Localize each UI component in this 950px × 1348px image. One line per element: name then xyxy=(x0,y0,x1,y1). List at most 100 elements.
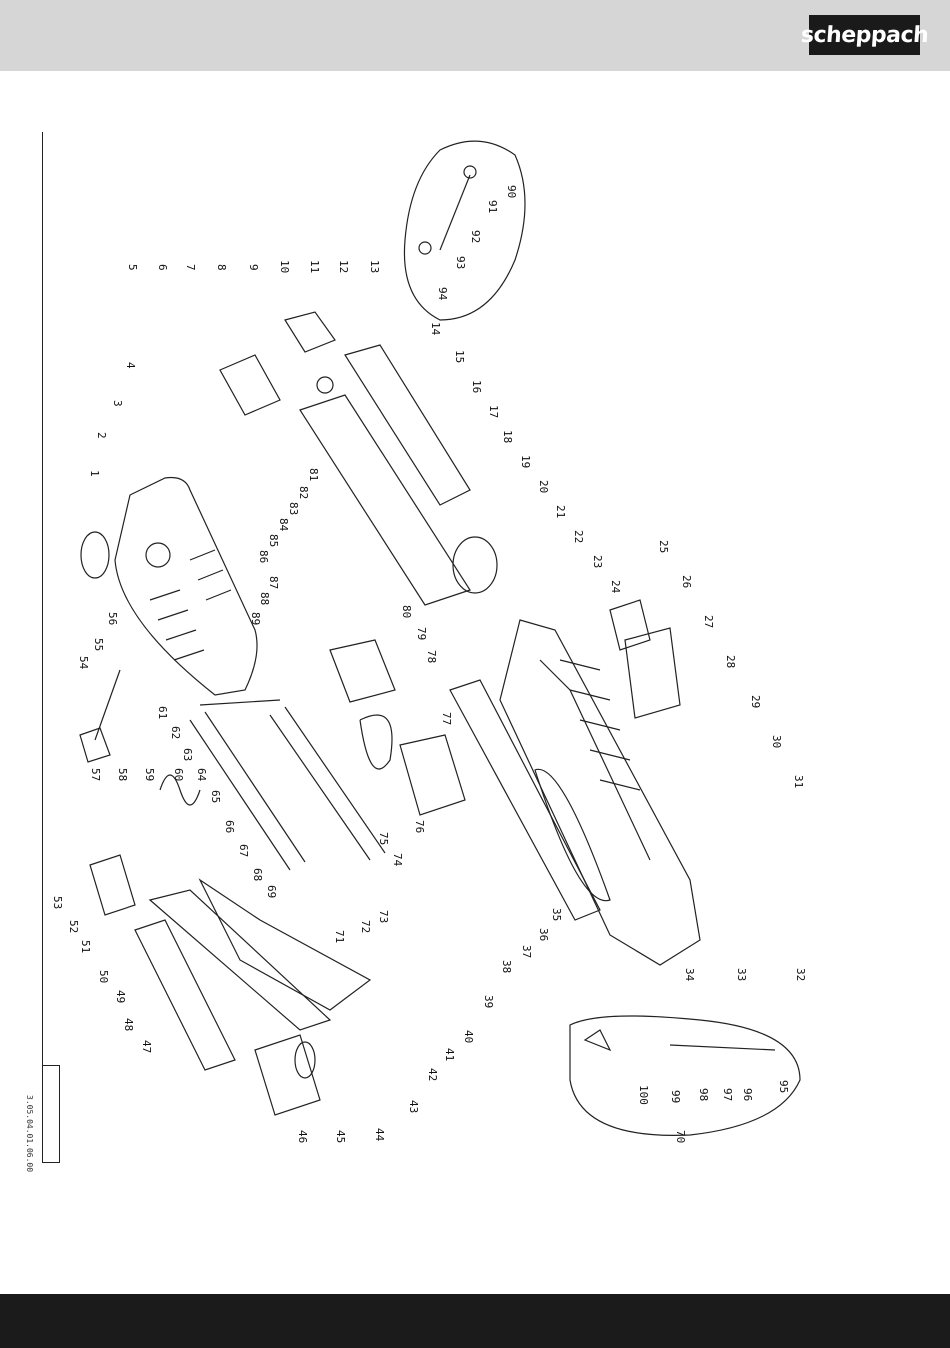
part-base-body xyxy=(499,619,701,966)
part-label: 2 xyxy=(95,432,108,439)
part-label: 8 xyxy=(215,264,228,271)
part-label: 59 xyxy=(143,768,156,781)
part-label: 15 xyxy=(453,350,466,363)
part-switch xyxy=(89,854,136,916)
part-power-supply xyxy=(399,734,466,816)
part-label: 77 xyxy=(440,712,453,725)
part-plate xyxy=(449,679,601,921)
part-label: 95 xyxy=(777,1080,790,1093)
part-label: 24 xyxy=(609,580,622,594)
part-label: 1 xyxy=(88,470,101,477)
part-label: 85 xyxy=(267,534,280,547)
part-label: 93 xyxy=(454,256,467,269)
part-label: 73 xyxy=(377,910,390,923)
part-label: 99 xyxy=(669,1090,682,1103)
part-label: 68 xyxy=(251,868,264,881)
frame-left-line xyxy=(42,132,43,1162)
part-label: 63 xyxy=(181,748,194,761)
part-label: 44 xyxy=(373,1128,386,1142)
part-label: 6 xyxy=(156,264,169,271)
part-label: 54 xyxy=(77,656,90,670)
part-label: 35 xyxy=(550,908,563,921)
part-label: 22 xyxy=(572,530,585,543)
part-motor xyxy=(254,1034,321,1116)
part-label: 32 xyxy=(794,968,807,981)
part-label: 60 xyxy=(172,768,185,781)
part-label: 71 xyxy=(333,930,346,943)
part-label: 67 xyxy=(237,844,250,857)
part-label: 65 xyxy=(209,790,222,803)
part-housing-top xyxy=(219,354,281,416)
part-label: 36 xyxy=(537,928,550,941)
part-label: 12 xyxy=(337,260,350,273)
part-switch-board xyxy=(609,599,651,651)
part-label: 7 xyxy=(184,264,197,271)
brand-logo: scheppach xyxy=(800,15,929,55)
part-label: 84 xyxy=(277,518,290,532)
part-label: 53 xyxy=(51,896,64,909)
part-cord-block xyxy=(79,727,111,763)
part-label: 29 xyxy=(749,695,762,708)
part-label: 76 xyxy=(413,820,426,833)
part-label: 97 xyxy=(721,1088,734,1101)
part-label: 83 xyxy=(287,502,300,515)
part-label: 96 xyxy=(741,1088,754,1101)
page-header xyxy=(0,0,950,71)
part-bracket xyxy=(329,639,396,703)
part-label: 66 xyxy=(223,820,236,833)
part-label: 94 xyxy=(436,287,449,301)
part-label: 55 xyxy=(92,638,105,651)
detail-inset-56 xyxy=(403,140,526,321)
page-footer xyxy=(0,1294,950,1348)
part-label: 26 xyxy=(680,575,693,588)
part-label: 98 xyxy=(697,1088,710,1101)
part-label: 31 xyxy=(792,775,805,788)
part-rail xyxy=(299,394,471,606)
part-label: 86 xyxy=(257,550,270,563)
part-spring xyxy=(159,774,201,806)
part-label: 14 xyxy=(429,322,442,336)
part-label: 41 xyxy=(443,1048,456,1061)
part-label: 20 xyxy=(537,480,550,493)
blade-guard xyxy=(114,476,258,696)
part-label: 70 xyxy=(674,1130,687,1143)
part-label: 16 xyxy=(470,380,483,393)
part-label: 23 xyxy=(591,555,604,568)
part-label: 25 xyxy=(657,540,670,553)
part-label: 69 xyxy=(265,885,278,898)
part-label: 19 xyxy=(519,455,532,468)
part-label: 47 xyxy=(140,1040,153,1053)
part-label: 3 xyxy=(111,400,124,407)
part-label: 56 xyxy=(106,612,119,625)
part-label: 17 xyxy=(487,405,500,418)
part-label: 81 xyxy=(307,468,320,481)
detail-inset-70 xyxy=(569,1015,801,1136)
part-label: 58 xyxy=(116,768,129,781)
part-label: 42 xyxy=(426,1068,439,1081)
part-label: 27 xyxy=(702,615,715,628)
part-labels: 1 2 3 4 5 6 7 8 9 10 11 12 13 14 15 16 1… xyxy=(51,185,807,1143)
part-disc xyxy=(80,531,110,579)
part-label: 40 xyxy=(462,1030,475,1043)
part-label: 34 xyxy=(683,968,696,982)
part-label: 79 xyxy=(415,627,428,640)
part-label: 21 xyxy=(554,505,567,518)
part-label: 37 xyxy=(520,945,533,958)
part-label: 49 xyxy=(114,990,127,1003)
part-label: 5 xyxy=(126,264,139,271)
part-label: 18 xyxy=(501,430,514,443)
part-label: 45 xyxy=(334,1130,347,1143)
part-label: 39 xyxy=(482,995,495,1008)
part-label: 80 xyxy=(400,605,413,618)
part-label: 92 xyxy=(469,230,482,243)
part-label: 10 xyxy=(278,260,291,273)
part-label: 87 xyxy=(267,576,280,589)
part-label: 100 xyxy=(637,1085,650,1105)
part-label: 30 xyxy=(770,735,783,748)
part-label: 62 xyxy=(169,726,182,739)
title-block-line xyxy=(42,1065,60,1066)
part-label: 48 xyxy=(122,1018,135,1031)
part-label: 46 xyxy=(296,1130,309,1143)
part-label: 57 xyxy=(89,768,102,781)
part-label: 38 xyxy=(500,960,513,973)
